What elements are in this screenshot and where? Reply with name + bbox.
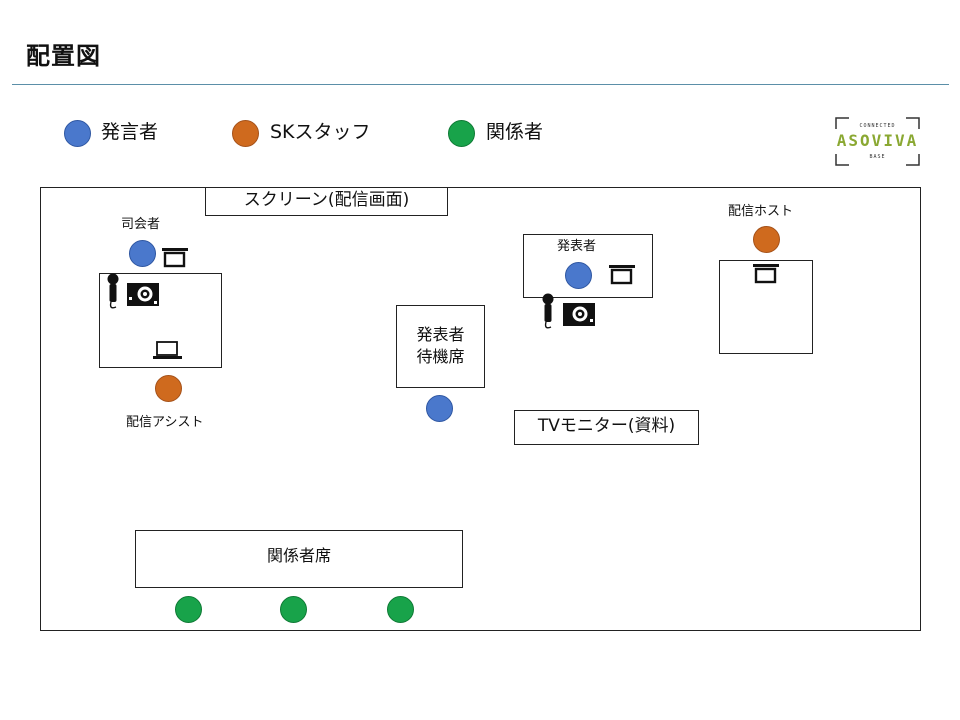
host-monitor-icon — [753, 264, 779, 284]
presenter-dot — [565, 262, 592, 289]
mc-microphone-icon — [107, 273, 119, 309]
legend-related-label: 関係者 — [486, 121, 544, 143]
tv-monitor-label: TVモニター(資料) — [537, 416, 676, 436]
presenter-projector-icon — [563, 303, 595, 326]
logo-frame — [835, 117, 920, 166]
guest-dot-2 — [280, 596, 307, 623]
waiting-area-line-1: 発表者 — [416, 325, 465, 344]
screen-box: スクリーン(配信画面) — [205, 187, 448, 216]
host-desk — [719, 260, 813, 354]
assist-dot — [155, 375, 182, 402]
guest-dot-3 — [387, 596, 414, 623]
mc-projector-icon — [127, 283, 159, 306]
guest-seats-label: 関係者席 — [266, 546, 331, 565]
legend-staff-dot — [232, 120, 259, 147]
waiting-area-line-2: 待機席 — [416, 347, 465, 366]
assist-label: 配信アシスト — [126, 415, 204, 430]
host-label: 配信ホスト — [728, 204, 794, 219]
logo-bottom-text: BASE — [869, 154, 886, 160]
mc-laptop-icon — [153, 341, 182, 359]
mc-monitor-icon — [162, 248, 188, 268]
guest-seats-box: 関係者席 — [135, 530, 463, 588]
presenter-label: 発表者 — [557, 239, 597, 254]
logo-top-text: CONNECTED — [859, 123, 896, 129]
mc-label: 司会者 — [121, 217, 161, 232]
tv-monitor-box: TVモニター(資料) — [514, 410, 699, 445]
screen-label: スクリーン(配信画面) — [243, 190, 410, 210]
legend-staff-label: SKスタッフ — [270, 121, 371, 143]
page-title: 配置図 — [26, 42, 101, 70]
presenter-monitor-icon — [609, 265, 635, 285]
presenter-waiting-area: 発表者 待機席 — [396, 305, 485, 388]
legend-related-dot — [448, 120, 475, 147]
presenter-microphone-icon — [542, 293, 554, 329]
asoviva-logo: CONNECTED ASOVIVA BASE — [835, 117, 920, 166]
guest-dot-1 — [175, 596, 202, 623]
host-dot — [753, 226, 780, 253]
title-divider — [12, 84, 949, 85]
logo-main-text: ASOVIVA — [836, 131, 919, 150]
legend-speaker-dot — [64, 120, 91, 147]
waiting-presenter-dot — [426, 395, 453, 422]
legend-speaker-label: 発言者 — [101, 121, 159, 143]
mc-desk — [99, 273, 222, 368]
mc-dot — [129, 240, 156, 267]
